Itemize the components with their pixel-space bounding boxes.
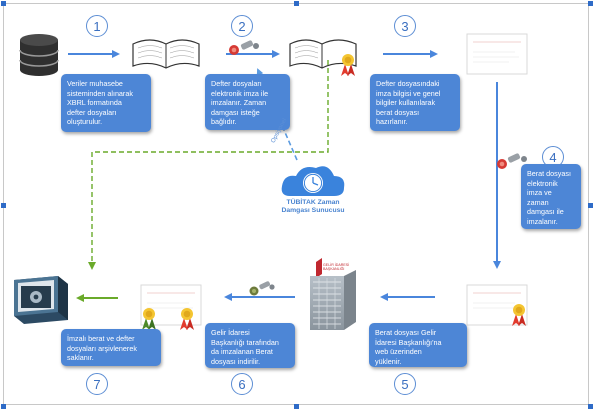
selection-handle[interactable] [294, 1, 299, 6]
document-with-seal-icon [140, 284, 202, 330]
selection-handle[interactable] [294, 404, 299, 409]
usb-token-icon [229, 40, 259, 55]
usb-token-icon [497, 153, 527, 169]
gib-building-icon [310, 258, 356, 330]
open-book-icon [132, 39, 200, 69]
step-number: 3 [394, 15, 416, 37]
archive-path-arrow [88, 60, 329, 270]
selection-handle[interactable] [1, 404, 6, 409]
safe-vault-icon [14, 276, 68, 324]
certificate-seal-icon [341, 54, 355, 76]
cloud-clock-icon [281, 166, 345, 196]
step-number: 1 [86, 15, 108, 37]
database-icon [19, 34, 59, 76]
berat-document-icon [466, 33, 528, 75]
step-description: Defter dosyaları elektronik imza ile imz… [205, 74, 290, 130]
selection-handle[interactable] [588, 404, 593, 409]
gib-logo-text: GELİR İDARESİ BAŞKANLIĞI [323, 263, 350, 272]
selection-handle[interactable] [588, 1, 593, 6]
step-number: 6 [231, 373, 253, 395]
usb-token-icon [249, 281, 275, 296]
timestamp-server-label: TÜBİTAK Zaman Damgası Sunucusu [281, 199, 345, 215]
document-with-seal-icon [466, 284, 528, 326]
step-description: Veriler muhasebe sisteminden alınarak XB… [61, 74, 151, 132]
selection-handle[interactable] [588, 203, 593, 208]
open-book-icon [289, 39, 357, 69]
selection-handle[interactable] [1, 203, 6, 208]
step-description: İmzalı berat ve defter dosyaları arşivle… [61, 329, 161, 366]
step-description: Berat dosyası Gelir İdaresi Başkanlığı'n… [369, 323, 467, 367]
step-number: 7 [86, 373, 108, 395]
step-number: 2 [231, 15, 253, 37]
step-description: Gelir İdaresi Başkanlığı tarafından da i… [205, 323, 295, 368]
step-description: Defter dosyasındaki imza bilgisi ve gene… [370, 74, 460, 131]
step-number: 5 [394, 373, 416, 395]
step-description: Berat dosyası elektronik imza ve zaman d… [521, 164, 581, 229]
selection-handle[interactable] [1, 1, 6, 6]
